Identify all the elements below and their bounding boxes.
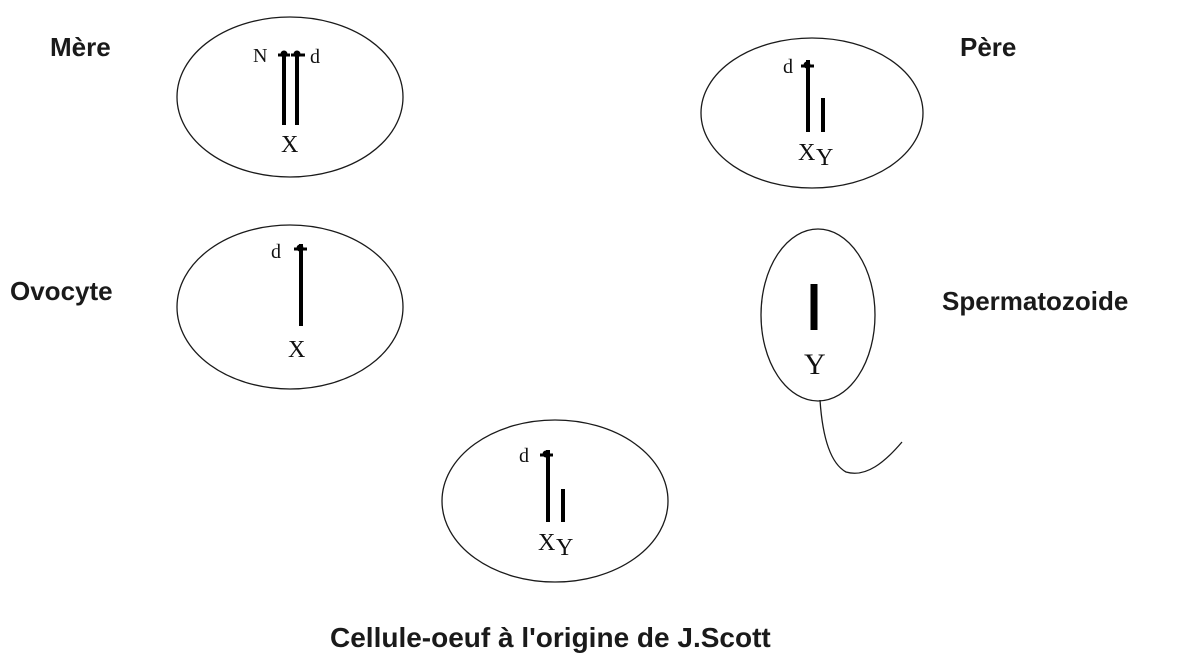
oocyte-cell: d X: [176, 224, 404, 390]
father-cell: d X Y: [700, 37, 924, 189]
sperm-cell: Y: [760, 228, 903, 474]
sperm-label: Spermatozoide: [942, 286, 1128, 316]
zygote-allele-marker: [542, 450, 550, 458]
mother-chromosome-x-label: X: [281, 132, 298, 158]
oocyte-allele-d: d: [271, 241, 281, 263]
oocyte-cell-outline: [176, 224, 404, 390]
zygote-cell: d X Y: [441, 419, 669, 583]
mother-allele-d: d: [310, 46, 320, 68]
mother-label: Mère: [50, 32, 111, 62]
mother-cell-outline: [176, 16, 404, 178]
sperm-chromosome-y-label: Y: [804, 348, 826, 381]
oocyte-allele-marker: [296, 244, 304, 252]
father-cell-outline: [700, 37, 924, 189]
mother-allele-n: N: [253, 45, 267, 67]
zygote-cell-outline: [441, 419, 669, 583]
father-chromosome-y-label: Y: [816, 145, 833, 171]
father-label: Père: [960, 32, 1016, 62]
caption: Cellule-oeuf à l'origine de J.Scott: [330, 622, 771, 653]
father-allele-marker: [803, 61, 811, 69]
father-chromosome-x-label: X: [798, 140, 815, 166]
zygote-chromosome-x-label: X: [538, 530, 555, 556]
father-allele-d: d: [783, 56, 793, 78]
oocyte-label: Ovocyte: [10, 276, 113, 306]
mother-allele-marker-right: [293, 50, 301, 58]
mother-cell: N d X: [176, 16, 404, 178]
sperm-tail: [819, 399, 903, 474]
oocyte-chromosome-x-label: X: [288, 337, 305, 363]
mother-allele-marker-left: [280, 50, 288, 58]
sperm-head-outline: [760, 228, 876, 402]
zygote-allele-d: d: [519, 445, 529, 467]
zygote-chromosome-y-label: Y: [556, 535, 573, 561]
